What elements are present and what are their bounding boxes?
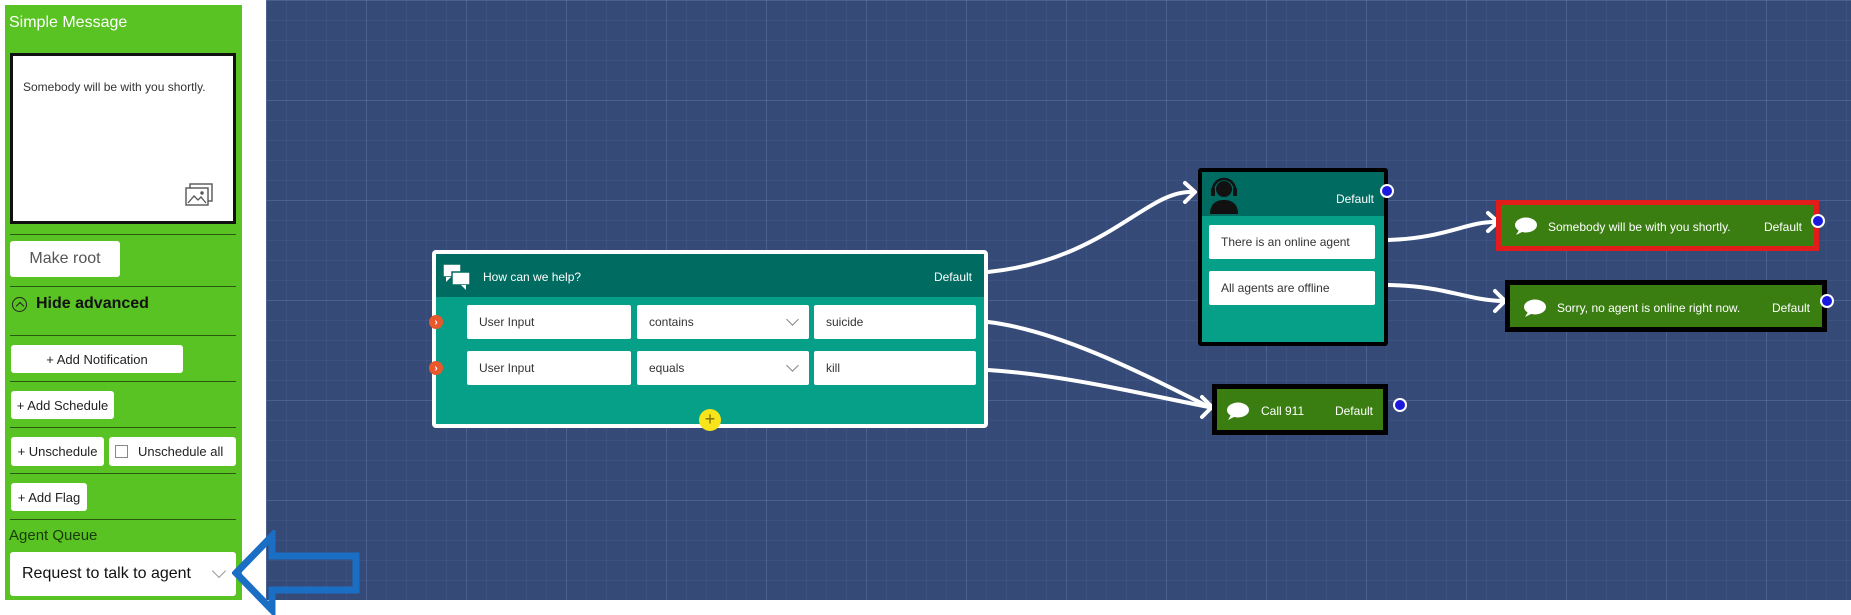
agent-node[interactable]: Default There is an online agent All age… <box>1198 168 1388 346</box>
sidebar-panel: Simple Message Somebody will be with you… <box>5 5 242 600</box>
add-schedule-button[interactable]: + Add Schedule <box>11 391 114 419</box>
agent-queue-value: Request to talk to agent <box>22 565 191 582</box>
question-node-title: How can we help? <box>483 270 582 284</box>
message-offline-port-icon[interactable] <box>1820 294 1834 308</box>
divider <box>10 473 236 474</box>
chat-bubbles-icon <box>442 263 471 290</box>
divider <box>10 286 236 287</box>
message-call-port-icon[interactable] <box>1393 398 1407 412</box>
question-node-default: Default <box>933 270 972 284</box>
message-default-call: Default <box>1334 404 1373 418</box>
chevron-down-icon <box>211 563 227 579</box>
chevron-down-icon <box>786 313 799 326</box>
divider <box>10 335 236 336</box>
agent-headset-icon <box>1210 177 1238 214</box>
question-node-header <box>436 254 984 297</box>
unschedule-all-button[interactable]: Unschedule all <box>109 437 236 466</box>
agent-option-online[interactable]: There is an online agent <box>1209 225 1375 259</box>
add-flag-button[interactable]: + Add Flag <box>11 483 87 511</box>
agent-queue-label: Agent Queue <box>9 527 98 544</box>
rule2-port-icon[interactable]: › <box>429 361 443 375</box>
rule2-operator: equals <box>649 361 685 375</box>
message-node-call[interactable]: Call 911 Default <box>1212 384 1388 435</box>
chevron-down-icon <box>786 359 799 372</box>
unschedule-all-label: Unschedule all <box>138 444 224 459</box>
message-default-shortly: Default <box>1763 220 1802 234</box>
rule2-value-input[interactable]: kill <box>814 351 976 385</box>
unschedule-all-checkbox[interactable] <box>115 445 128 458</box>
divider <box>10 234 236 235</box>
make-root-button[interactable]: Make root <box>10 241 120 277</box>
message-text-shortly: Somebody will be with you shortly. <box>1548 220 1731 234</box>
rule1-operator: contains <box>649 315 694 329</box>
message-text-call: Call 911 <box>1261 404 1305 418</box>
rule1-port-icon[interactable]: › <box>429 315 443 329</box>
rule1-field[interactable]: User Input <box>467 305 631 339</box>
agent-node-port-icon[interactable] <box>1380 184 1394 198</box>
hide-advanced-label: Hide advanced <box>36 295 149 312</box>
agent-queue-select[interactable]: Request to talk to agent <box>10 552 236 596</box>
rule1-operator-select[interactable]: contains <box>637 305 809 339</box>
annotation-arrow-icon <box>232 530 360 615</box>
divider <box>10 427 236 428</box>
hide-advanced-toggle[interactable]: Hide advanced <box>12 295 149 313</box>
divider <box>10 381 236 382</box>
message-node-offline[interactable]: Sorry, no agent is online right now. Def… <box>1505 280 1827 332</box>
rule2-operator-select[interactable]: equals <box>637 351 809 385</box>
add-rule-icon[interactable]: + <box>699 409 721 431</box>
question-node[interactable]: How can we help? Default User Input cont… <box>432 250 988 428</box>
agent-node-default: Default <box>1335 192 1374 206</box>
add-notification-button[interactable]: + Add Notification <box>11 345 183 373</box>
chat-bubble-icon <box>1227 402 1249 420</box>
flow-canvas[interactable]: How can we help? Default User Input cont… <box>266 0 1851 600</box>
unschedule-button[interactable]: + Unschedule <box>11 437 104 466</box>
rule1-value-input[interactable]: suicide <box>814 305 976 339</box>
chevron-up-circle-icon <box>12 296 27 312</box>
panel-title: Simple Message <box>9 14 128 31</box>
chat-bubble-icon <box>1524 299 1546 317</box>
message-shortly-port-icon[interactable] <box>1811 214 1825 228</box>
rule2-field[interactable]: User Input <box>467 351 631 385</box>
chat-bubble-icon <box>1515 217 1537 235</box>
message-text: Somebody will be with you shortly. <box>23 80 206 94</box>
message-textarea[interactable]: Somebody will be with you shortly. <box>10 53 236 224</box>
image-icon[interactable] <box>185 183 213 207</box>
message-node-shortly[interactable]: Somebody will be with you shortly. Defau… <box>1496 200 1819 251</box>
agent-option-offline[interactable]: All agents are offline <box>1209 271 1375 305</box>
message-text-offline: Sorry, no agent is online right now. <box>1557 301 1741 315</box>
message-default-offline: Default <box>1771 301 1810 315</box>
divider <box>10 519 236 520</box>
